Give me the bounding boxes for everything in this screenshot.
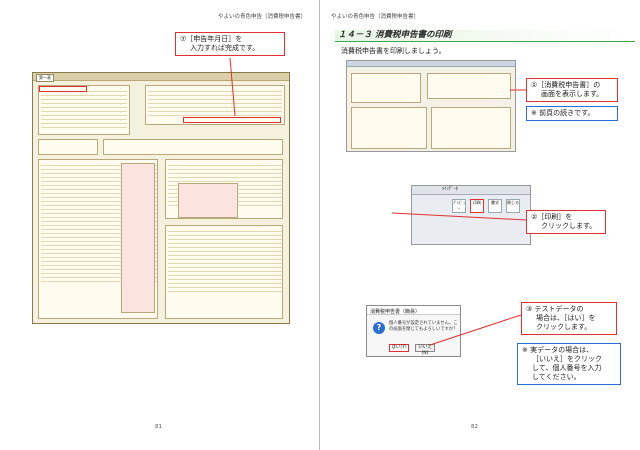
close-button[interactable]: 閉じる (506, 199, 520, 213)
callout-step-3: ③ テストデータの 場合は、［はい］を クリックします。 (521, 302, 617, 335)
section-title: １４－３ 消費税申告書の印刷 (335, 30, 635, 42)
yes-button[interactable]: はい(Y) (389, 344, 409, 352)
left-page-number: 81 (155, 424, 162, 430)
left-page: やよいの青色申告（消費税申告書） ⑦［申告年月日］を 入力すれば完成です。 第一… (32, 0, 320, 450)
note-continued: ※ 前頁の続きです。 (526, 106, 618, 121)
question-icon: ? (373, 322, 385, 334)
left-page-header: やよいの青色申告（消費税申告書） (218, 14, 307, 20)
right-page-number: 82 (471, 424, 478, 430)
intro-text: 消費税申告書を印刷しましょう。 (341, 47, 446, 55)
ribbon-tab[interactable]: ﾒｲﾝﾃﾞｰﾀ (412, 186, 530, 195)
confirm-dialog: 消費税申告書（簡易） ? 個人番号が設定されていません。この画面を閉じてもよろし… (366, 305, 461, 357)
dialog-title: 消費税申告書（簡易） (367, 306, 460, 315)
taxpayer-info-block (38, 85, 130, 135)
print-button[interactable]: 印刷 (470, 199, 484, 213)
period-block (38, 139, 98, 155)
tax-form-screenshot-small (346, 60, 516, 152)
period-detail-block (103, 139, 283, 155)
callout-step-1: ①［消費税申告書］の 画面を表示します。 (526, 78, 618, 102)
form-tab[interactable]: 第一表 (36, 74, 54, 82)
callout-step-2: ②［印刷］を クリックします。 (526, 210, 606, 234)
tax-return-form-screenshot: 第一表 (32, 72, 290, 324)
preview-button[interactable]: ﾌﾟﾚﾋﾞｭｰ (452, 199, 466, 213)
refund-bank-table (165, 225, 283, 319)
callout-step-7: ⑦［申告年月日］を 入力すれば完成です。 (175, 32, 285, 56)
amount-column (121, 163, 155, 313)
ribbon-screenshot: ﾒｲﾝﾃﾞｰﾀ ﾌﾟﾚﾋﾞｭｰ 印刷 書式 閉じる (411, 185, 531, 245)
dialog-message: 個人番号が設定されていません。この画面を閉じてもよろしいですか？ (389, 321, 458, 332)
right-page: やよいの青色申告（消費税申告書） １４－３ 消費税申告書の印刷 消費税申告書を印… (321, 0, 640, 450)
rate-table (178, 183, 238, 218)
note-real-data: ※ 実データの場合は、 ［いいえ］をクリック して、個人番号を入力 してください… (517, 343, 621, 385)
no-button[interactable]: いいえ(N) (415, 344, 435, 356)
right-page-header: やよいの青色申告（消費税申告書） (331, 14, 420, 20)
format-button[interactable]: 書式 (488, 199, 502, 213)
form-date-highlight-left (39, 86, 87, 92)
office-info-block (145, 85, 285, 125)
filing-date-highlight (183, 117, 281, 123)
